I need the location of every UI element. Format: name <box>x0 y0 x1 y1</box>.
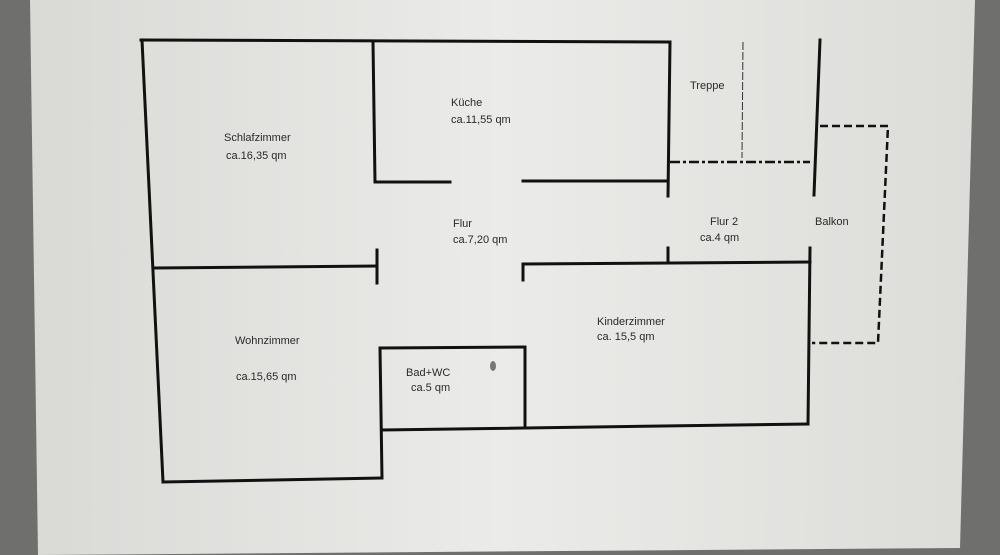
balcony-outline <box>812 124 890 345</box>
wall <box>378 345 527 350</box>
wall <box>153 264 379 270</box>
room-treppe-name: Treppe <box>690 80 725 92</box>
room-kueche-name: Küche <box>451 97 483 109</box>
screen-surface <box>30 0 975 555</box>
walls <box>139 38 822 484</box>
wall <box>371 40 377 184</box>
room-schlafzimmer-area: ca.16,35 qm <box>226 150 287 162</box>
room-kinderzimmer-area: ca. 15,5 qm <box>597 331 655 343</box>
room-flur2-area: ca.4 qm <box>700 232 740 244</box>
room-bad-name: Bad+WC <box>406 367 451 379</box>
wall <box>140 38 165 484</box>
wall <box>161 476 384 484</box>
room-flur-name: Flur <box>453 218 472 230</box>
wall <box>806 246 812 426</box>
room-wohnzimmer-area: ca.15,65 qm <box>236 371 297 383</box>
room-schlafzimmer-name: Schlafzimmer <box>224 132 291 144</box>
room-flur2-name: Flur 2 <box>710 216 739 228</box>
wall <box>378 346 384 480</box>
room-wohnzimmer-name: Wohnzimmer <box>235 335 300 347</box>
room-bad-area: ca.5 qm <box>411 382 451 394</box>
room-kinderzimmer-name: Kinderzimmer <box>597 316 665 328</box>
room-kueche-area: ca.11,55 qm <box>451 114 511 126</box>
wall <box>666 40 672 198</box>
wall <box>812 38 822 197</box>
room-balkon-name: Balkon <box>815 216 849 228</box>
wall <box>380 422 810 432</box>
wall <box>139 38 672 44</box>
stair-line <box>741 41 744 159</box>
room-flur-area: ca.7,20 qm <box>453 234 508 246</box>
wall <box>521 260 812 266</box>
screen-smudge <box>490 361 496 371</box>
